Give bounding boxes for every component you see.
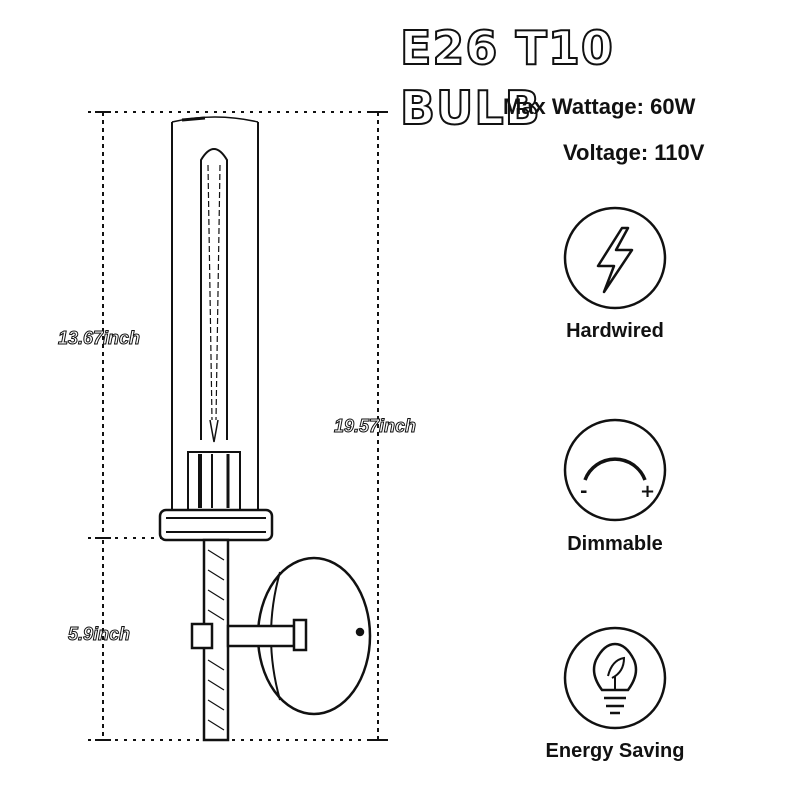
feature-label-energy-saving: Energy Saving [545, 740, 685, 762]
feature-label-dimmable: Dimmable [567, 533, 663, 555]
dimmer-plus: + [640, 481, 655, 502]
bulb-socket [187, 451, 241, 511]
feature-label-hardwired: Hardwired [566, 320, 664, 342]
hardwired-icon-circle [563, 206, 667, 310]
dimmable-icon-circle [563, 418, 667, 522]
dimmer-arc-icon [583, 457, 647, 481]
product-title: E26 T10 BULB [399, 20, 614, 136]
shade-holder [158, 508, 274, 542]
lightning-bolt-icon [596, 226, 634, 294]
dimension-ticks [95, 111, 386, 741]
sconce-illustration [158, 116, 372, 742]
dimmable-icon-group [563, 418, 667, 522]
total-height-label: 19.57inch [333, 416, 417, 437]
backplate-height-label: 5.9inch [67, 624, 131, 645]
voltage-spec: Voltage: 110V [563, 140, 705, 165]
t10-bulb [200, 148, 228, 443]
glass-height-label: 13.67inch [57, 328, 141, 349]
hardwired-icon-group [563, 206, 667, 310]
dimmer-minus: - [580, 481, 587, 502]
glass-shade [171, 116, 259, 510]
max-wattage-spec: Max Wattage: 60W [503, 94, 696, 119]
light-bulb-leaf-icon [592, 642, 638, 715]
energy-saving-icon-circle [563, 626, 667, 730]
energy-saving-icon-group [563, 626, 667, 730]
sconce-arm [190, 618, 308, 652]
